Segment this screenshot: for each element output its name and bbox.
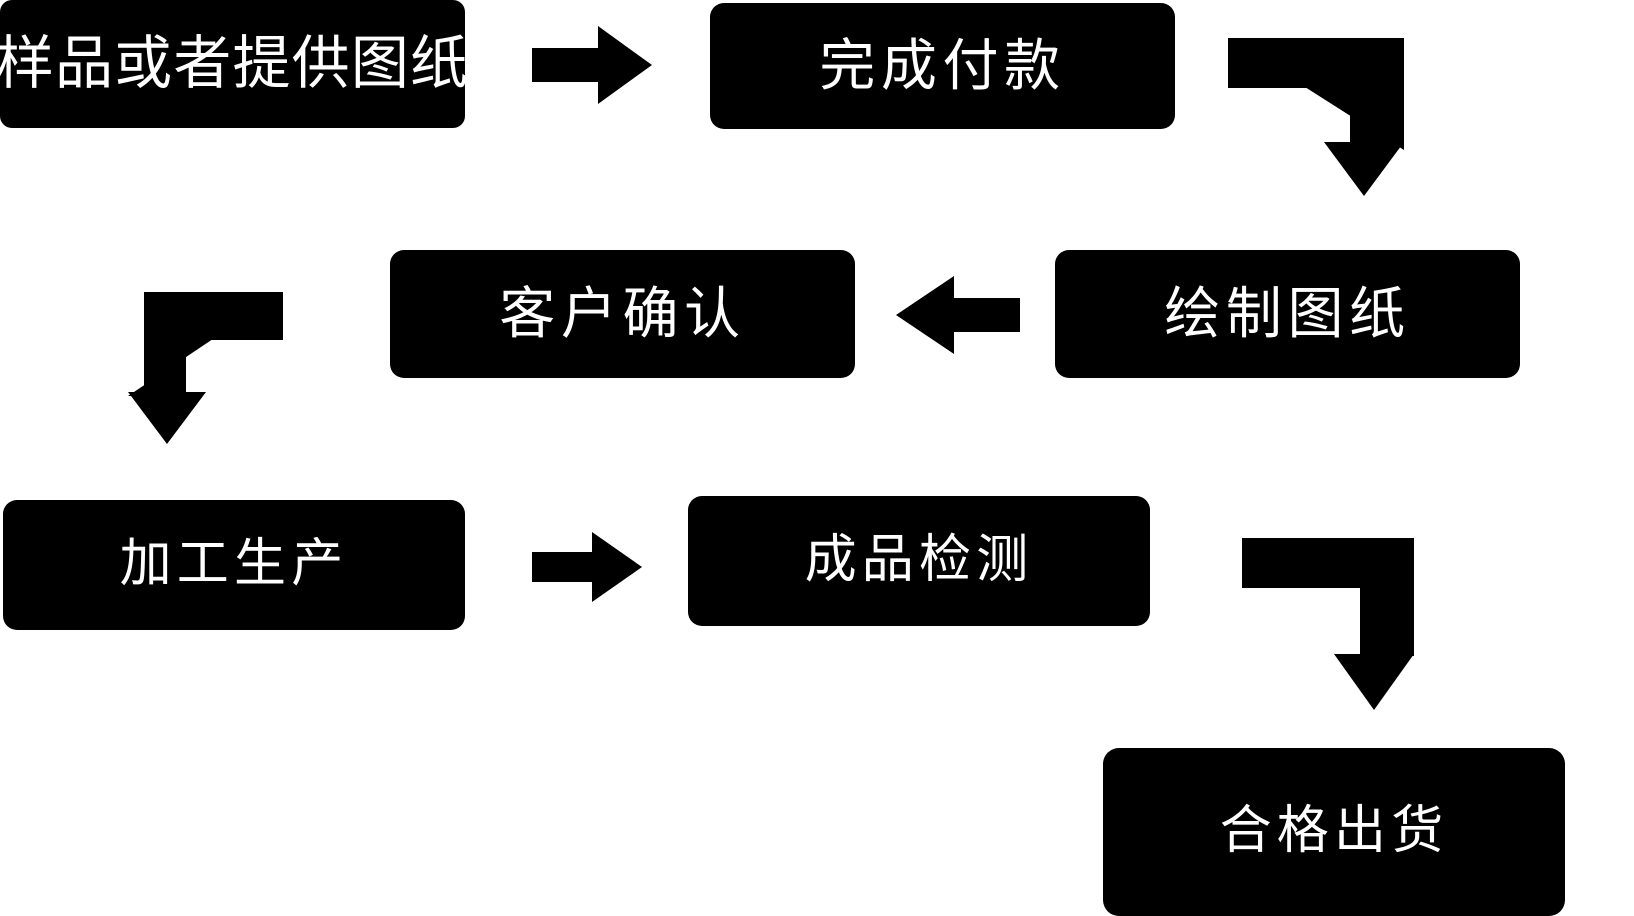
- arrow-elbow-left-down-icon: [128, 292, 283, 444]
- flow-node-inspect-label: 成品检测: [804, 531, 1034, 590]
- arrow-right-icon: [532, 26, 652, 104]
- flow-node-ship-label: 合格出货: [1219, 802, 1449, 861]
- flow-node-confirm[interactable]: 客户确认: [390, 250, 855, 378]
- flow-node-confirm-label: 客户确认: [499, 282, 746, 346]
- flow-node-produce-label: 加工生产: [119, 535, 349, 594]
- flow-node-produce[interactable]: 加工生产: [3, 500, 465, 630]
- flow-node-ship[interactable]: 合格出货: [1103, 748, 1565, 916]
- arrow-right-icon: [532, 532, 642, 602]
- flow-node-drawing-label: 绘制图纸: [1164, 282, 1411, 346]
- arrow-elbow-right-down-icon: [1228, 38, 1404, 196]
- flow-node-payment-label: 完成付款: [819, 34, 1066, 98]
- flow-node-inspect[interactable]: 成品检测: [688, 496, 1150, 626]
- flow-node-sample[interactable]: 样品或者提供图纸: [0, 0, 468, 128]
- arrow-left-icon: [896, 276, 1020, 354]
- flow-node-sample-label: 样品或者提供图纸: [0, 31, 470, 97]
- arrow-elbow-right-down-icon: [1242, 538, 1414, 710]
- flow-node-payment[interactable]: 完成付款: [710, 3, 1175, 129]
- flow-node-drawing[interactable]: 绘制图纸: [1055, 250, 1520, 378]
